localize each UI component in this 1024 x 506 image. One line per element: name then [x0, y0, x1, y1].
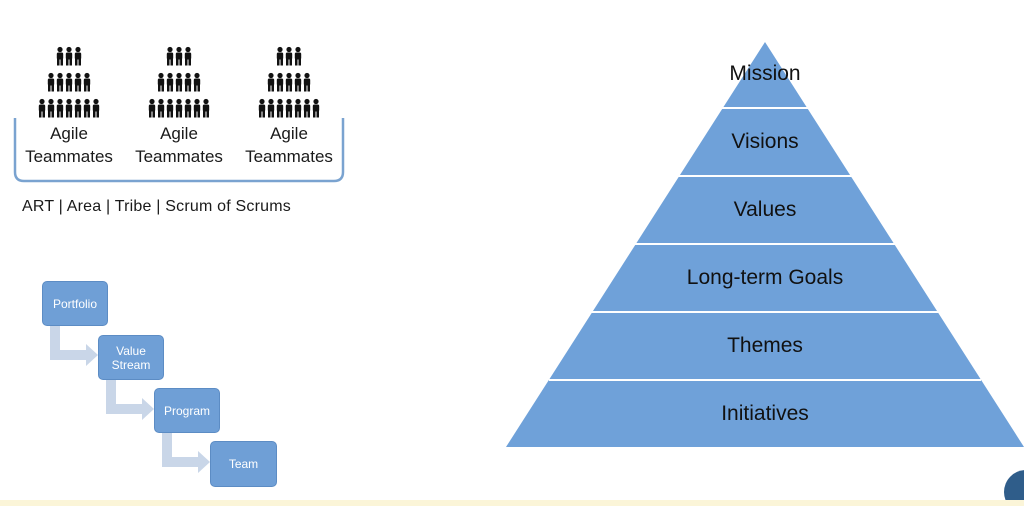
flow-box-team: Team — [210, 441, 277, 487]
pyramid-level-values: Values — [733, 198, 797, 221]
team-caption: ART | Area | Tribe | Scrum of Scrums — [22, 198, 291, 215]
team-bracket — [13, 118, 345, 183]
flow-arrow-3 — [162, 432, 210, 473]
pyramid-level-initiatives: Initiatives — [721, 402, 809, 425]
team-label-line1: Agile — [50, 124, 88, 143]
flow-arrow-1 — [50, 326, 98, 366]
flow-arrow-2 — [106, 380, 154, 420]
flow-box-portfolio: Portfolio — [42, 281, 108, 326]
team-label-line1: Agile — [270, 124, 308, 143]
team-label-2: Agile Teammates — [124, 122, 234, 168]
flow-box-program: Program — [154, 388, 220, 433]
pyramid-level-mission: Mission — [729, 62, 801, 85]
team-label-1: Agile Teammates — [14, 122, 124, 168]
team-label-line2: Teammates — [135, 147, 223, 166]
pyramid-level-long-term-goals: Long-term Goals — [686, 266, 844, 289]
team-label-line2: Teammates — [245, 147, 333, 166]
flow-arrows — [50, 326, 210, 473]
team-label-line2: Teammates — [25, 147, 113, 166]
team-label-line1: Agile — [160, 124, 198, 143]
pyramid-level-visions: Visions — [731, 130, 799, 153]
team-label-3: Agile Teammates — [234, 122, 344, 168]
pyramid-level-themes: Themes — [727, 334, 803, 357]
flow-box-value-stream: Value Stream — [98, 335, 164, 380]
corner-avatar-icon — [1004, 470, 1024, 500]
bottom-strip — [0, 500, 1024, 506]
